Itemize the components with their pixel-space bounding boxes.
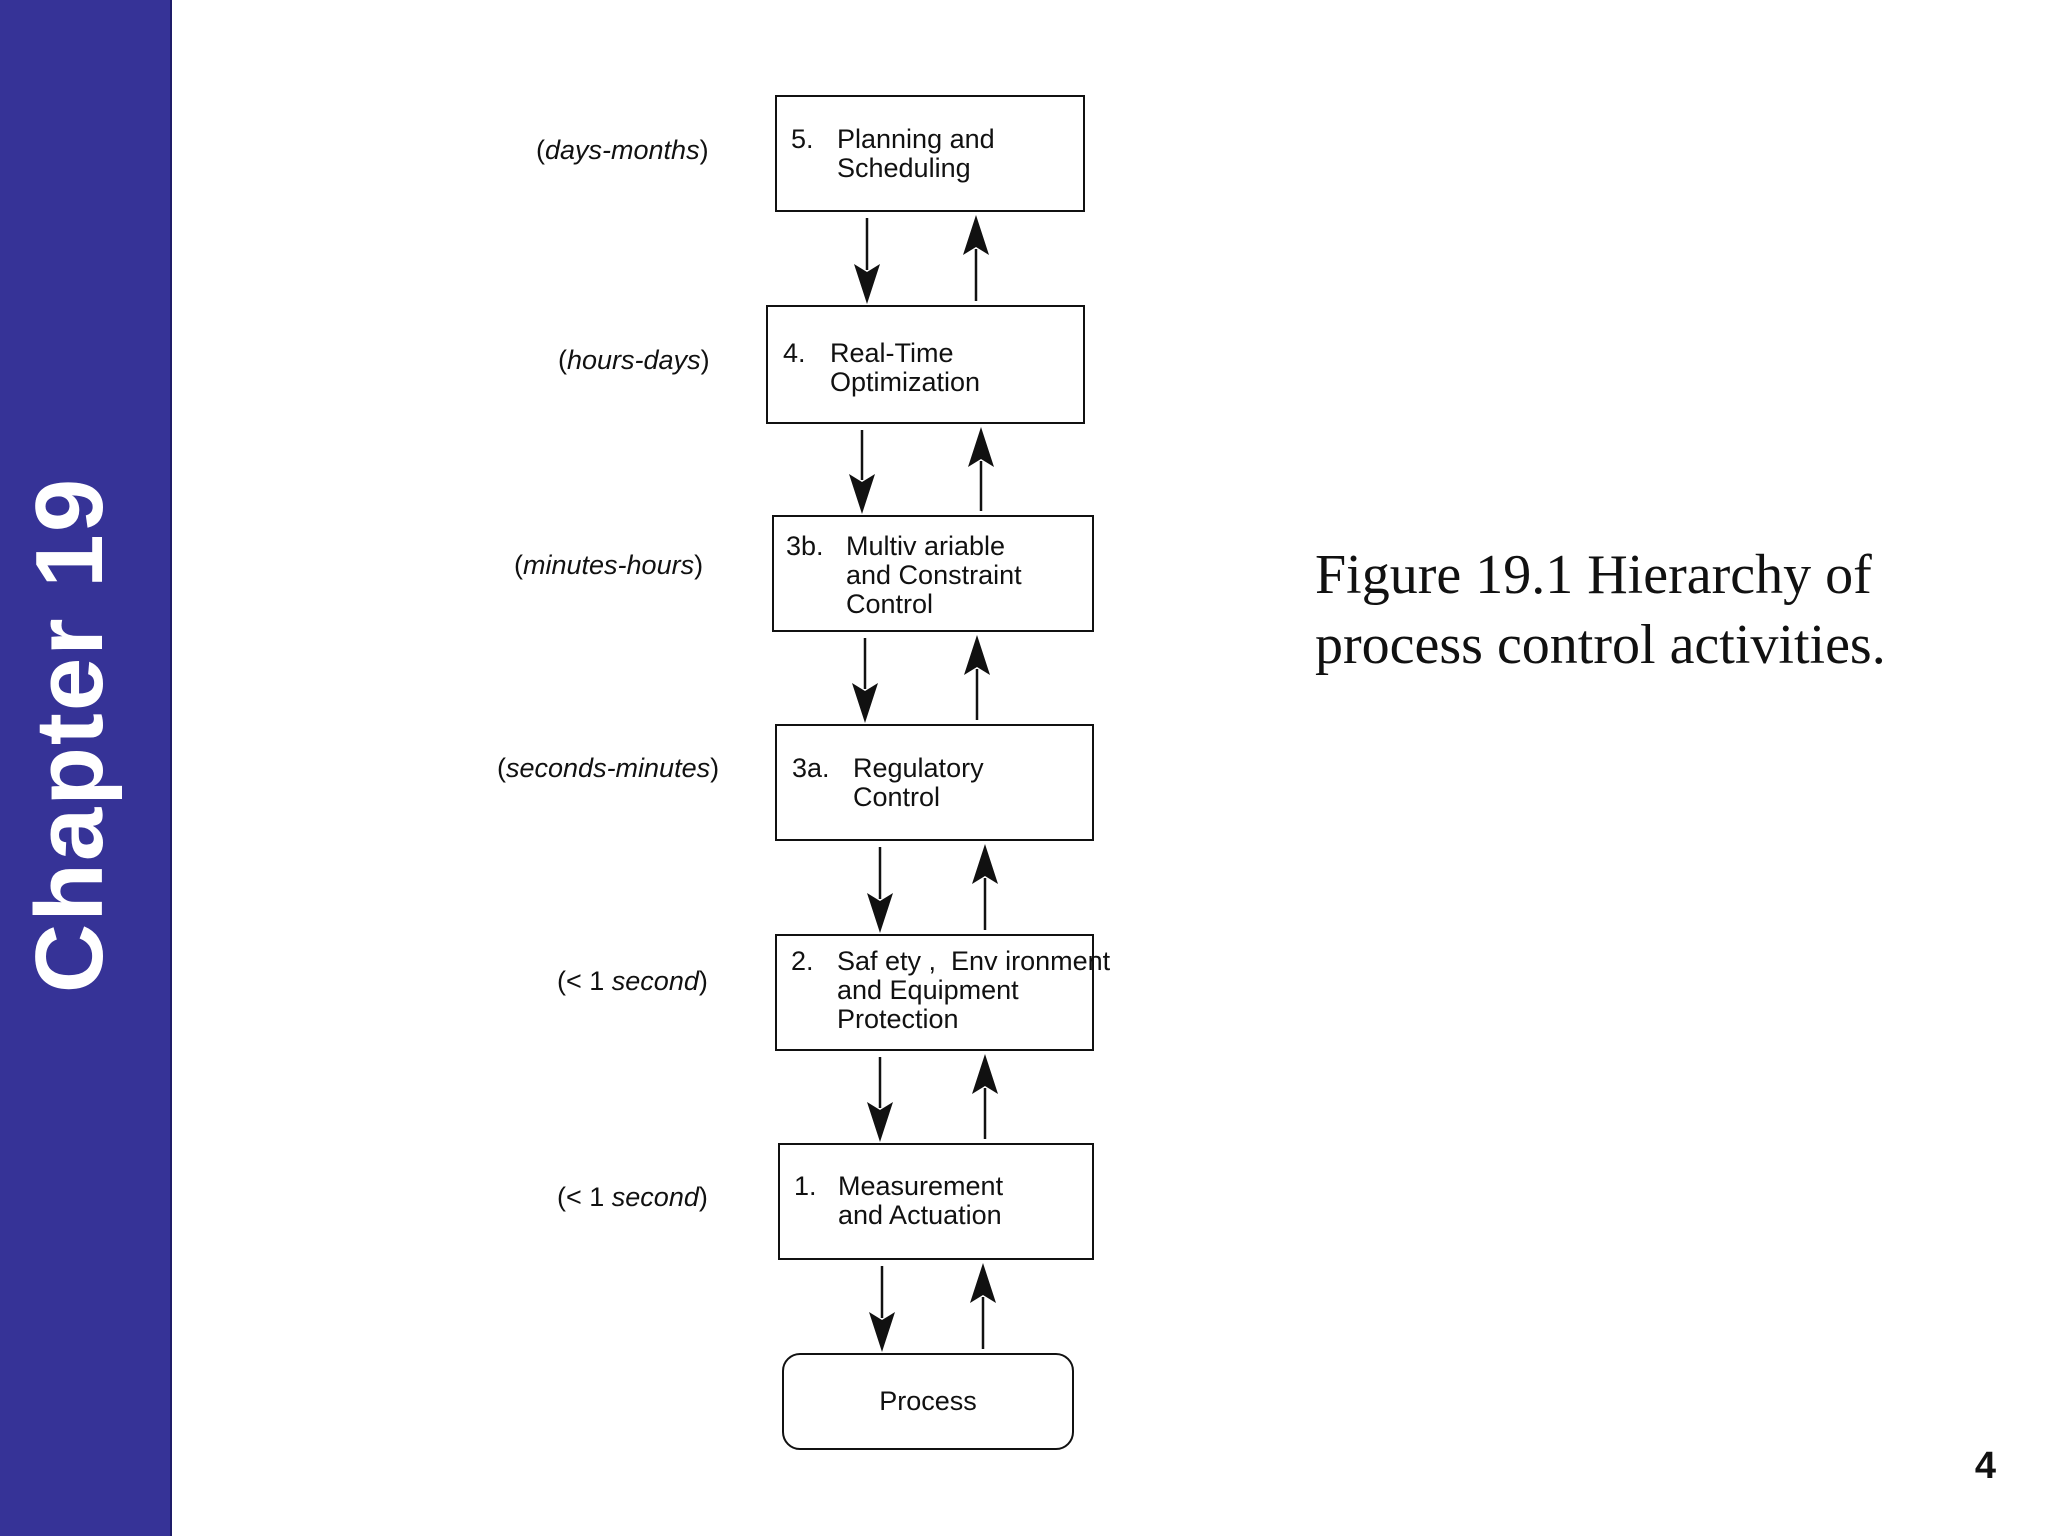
- down-arrow-5-4-head: [854, 264, 880, 304]
- up-arrow-1-process-head: [970, 1263, 996, 1303]
- level-3b-box: 3b. Multiv ariable and Constraint Contro…: [772, 515, 1094, 632]
- up-arrow-4-3b-head: [968, 427, 994, 467]
- level-1-box: 1. Measurement and Actuation: [778, 1143, 1094, 1260]
- level-2-box: 2. Saf ety , Env ironment and Equipment …: [775, 934, 1110, 1051]
- level-label: Saf ety , Env ironment and Equipment Pro…: [837, 946, 1111, 1034]
- level-label: Measurement and Actuation: [838, 1171, 1004, 1230]
- chapter-title: Chapter 19: [16, 476, 123, 994]
- level-number: 3a.: [792, 753, 830, 783]
- down-arrow-3b-3a-head: [852, 683, 878, 723]
- up-arrow-3a-2-head: [972, 844, 998, 884]
- up-arrow-3b-3a-head: [964, 635, 990, 675]
- level-5-box: 5. Planning and Scheduling: [775, 95, 1085, 212]
- figure-caption: Figure 19.1 Hierarchy of process control…: [1315, 544, 1886, 676]
- level-label: Real-Time Optimization: [830, 338, 981, 397]
- timescale-level-1: (< 1 second): [557, 1182, 708, 1212]
- process-label: Process: [879, 1386, 977, 1416]
- timescale-level-4: (hours-days): [558, 345, 710, 375]
- level-number: 1.: [794, 1171, 817, 1201]
- process-box: Process: [782, 1353, 1074, 1450]
- up-arrow-5-4-head: [963, 215, 989, 255]
- down-arrow-2-1-head: [867, 1102, 893, 1142]
- level-number: 3b.: [786, 531, 824, 561]
- up-arrow-2-1-head: [972, 1054, 998, 1094]
- level-number: 5.: [791, 124, 814, 154]
- level-number: 2.: [791, 946, 814, 976]
- level-label: Regulatory Control: [853, 753, 984, 812]
- level-label: Planning and Scheduling: [837, 124, 995, 183]
- level-label: Multiv ariable and Constraint Control: [846, 531, 1022, 619]
- timescale-level-2: (< 1 second): [557, 966, 708, 996]
- down-arrow-1-process-head: [869, 1312, 895, 1352]
- down-arrow-4-3b-head: [849, 474, 875, 514]
- down-arrow-3a-2-head: [867, 893, 893, 933]
- level-number: 4.: [783, 338, 806, 368]
- timescale-level-3a: (seconds-minutes): [497, 753, 720, 783]
- timescale-level-3b: (minutes-hours): [514, 550, 704, 580]
- timescale-level-5: (days-months): [536, 135, 709, 165]
- page-number: 4: [1974, 1445, 1996, 1487]
- chapter-sidebar: Chapter 19: [0, 0, 172, 1536]
- level-3a-box: 3a. Regulatory Control: [775, 724, 1094, 841]
- level-4-box: 4. Real-Time Optimization: [766, 305, 1085, 424]
